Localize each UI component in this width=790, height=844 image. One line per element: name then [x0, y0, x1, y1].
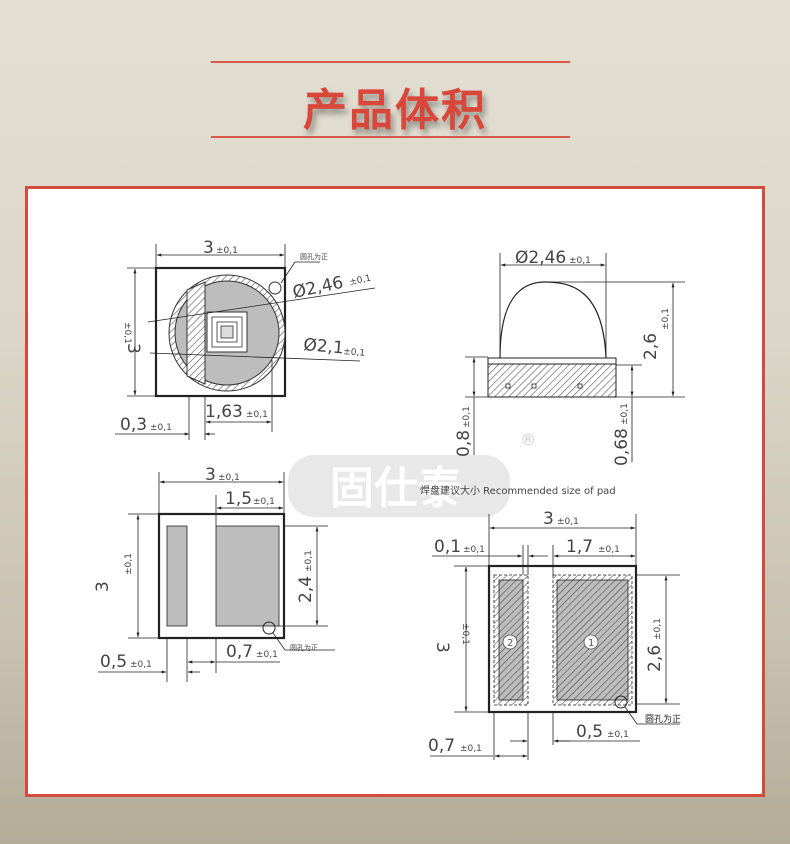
- svg-text:±0,1: ±0,1: [653, 618, 663, 640]
- pad-layout-caption: 焊盘建议大小 Recommended size of pad: [420, 484, 616, 497]
- svg-text:0,7: 0,7: [428, 736, 455, 756]
- svg-text:3: 3: [432, 642, 452, 653]
- svg-text:±0,1: ±0,1: [130, 660, 152, 670]
- svg-text:±0,1: ±0,1: [607, 730, 629, 740]
- svg-text:±0,1: ±0,1: [569, 256, 591, 266]
- registered-mark: ®: [520, 430, 536, 449]
- svg-text:±0,1: ±0,1: [661, 308, 671, 330]
- svg-text:3: 3: [543, 509, 554, 529]
- svg-text:3: 3: [123, 343, 143, 354]
- bottom-view-labels: 3 ±0,1 1,5 ±0,1 3 ±0,1 2,4 ±0,1 0,7 ±0,1…: [93, 465, 318, 672]
- svg-text:±0,1: ±0,1: [216, 246, 238, 256]
- brand-watermark: 固仕泰: [288, 455, 510, 517]
- svg-text:Ø2,46: Ø2,46: [291, 273, 345, 303]
- svg-text:±0,1: ±0,1: [463, 545, 485, 555]
- pad-2-label: 2: [507, 638, 513, 649]
- title-divider-bottom: [211, 136, 570, 138]
- svg-text:3: 3: [203, 238, 214, 258]
- side-view: [465, 253, 685, 462]
- svg-text:2,6: 2,6: [641, 333, 661, 360]
- svg-text:0,3: 0,3: [120, 415, 147, 435]
- svg-text:±0,1: ±0,1: [150, 423, 172, 433]
- svg-text:2,6: 2,6: [645, 645, 665, 672]
- svg-text:±0,1: ±0,1: [246, 410, 268, 420]
- svg-text:±0,1: ±0,1: [304, 550, 314, 572]
- svg-text:±0,1: ±0,1: [460, 623, 470, 645]
- bottom-view: [98, 472, 335, 682]
- svg-text:±0,1: ±0,1: [256, 650, 278, 660]
- svg-text:固仕泰: 固仕泰: [330, 463, 463, 514]
- svg-text:±0,1: ±0,1: [124, 553, 134, 575]
- polarity-note: 圆孔为正: [290, 643, 318, 652]
- svg-text:±0,1: ±0,1: [253, 497, 275, 507]
- svg-text:Ø2,46: Ø2,46: [515, 248, 566, 268]
- svg-text:±0,1: ±0,1: [343, 347, 366, 359]
- polarity-note: 圆孔为正: [645, 713, 681, 725]
- svg-text:1,5: 1,5: [225, 489, 252, 509]
- svg-text:0,5: 0,5: [100, 652, 127, 672]
- svg-text:3: 3: [93, 581, 113, 592]
- pad-1-label: 1: [588, 638, 594, 649]
- svg-text:±0,1: ±0,1: [462, 406, 472, 428]
- top-view: [115, 244, 376, 440]
- svg-text:±0,1: ±0,1: [349, 274, 372, 288]
- svg-text:0,1: 0,1: [434, 537, 461, 557]
- svg-text:Ø2,1: Ø2,1: [303, 335, 345, 358]
- svg-text:1,63: 1,63: [205, 402, 243, 422]
- svg-text:±0,1: ±0,1: [122, 322, 132, 344]
- svg-text:±0,1: ±0,1: [218, 473, 240, 483]
- svg-text:3: 3: [205, 465, 216, 485]
- header: 产品体积: [0, 0, 790, 186]
- svg-text:2,4: 2,4: [296, 576, 316, 603]
- svg-text:0,8: 0,8: [454, 430, 474, 457]
- svg-text:±0,1: ±0,1: [557, 517, 579, 527]
- svg-text:0,68: 0,68: [612, 428, 632, 466]
- page-title: 产品体积: [303, 85, 487, 136]
- title-divider-top: [211, 61, 570, 63]
- pad-layout: [430, 514, 680, 760]
- svg-text:0,7: 0,7: [226, 642, 253, 662]
- svg-text:±0,1: ±0,1: [598, 545, 620, 555]
- svg-text:0,5: 0,5: [576, 722, 603, 742]
- svg-text:1,7: 1,7: [566, 537, 593, 557]
- svg-text:±0,1: ±0,1: [620, 403, 630, 425]
- polarity-note: 圆孔为正: [300, 252, 328, 261]
- svg-text:±0,1: ±0,1: [460, 744, 482, 754]
- side-view-labels: Ø2,46 ±0,1 2,6 ±0,1 0,8 ±0,1 0,68 ±0,1: [454, 248, 671, 466]
- pad-layout-labels: 3 ±0,1 0,1 ±0,1 1,7 ±0,1 3 ±0,1 2,6 ±0,1…: [428, 509, 681, 756]
